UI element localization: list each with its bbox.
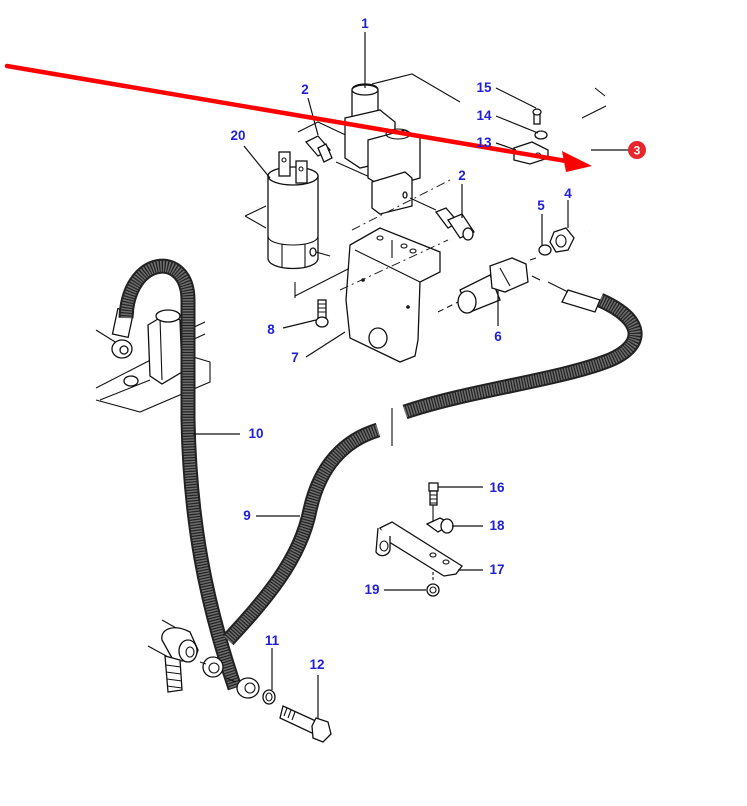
nut-4: [549, 227, 575, 253]
olive-5: [529, 244, 552, 261]
label-part-16[interactable]: 16: [489, 480, 505, 495]
hose-10: [118, 258, 243, 691]
label-part-20[interactable]: 20: [230, 128, 245, 143]
label-part-15[interactable]: 15: [476, 80, 492, 95]
label-part-17[interactable]: 17: [489, 562, 504, 577]
bracket-7: [339, 179, 451, 363]
washer-11: [262, 689, 276, 705]
label-part-12[interactable]: 12: [309, 657, 324, 672]
fitting-2-upper: [297, 121, 373, 179]
sensor-6: [437, 257, 529, 314]
label-part-6[interactable]: 6: [494, 329, 502, 344]
pipe-3: [542, 73, 615, 234]
label-part-18[interactable]: 18: [489, 518, 505, 533]
arrow-shaft: [4, 63, 575, 165]
label-part-11[interactable]: 11: [265, 633, 280, 648]
callout-3[interactable]: 3: [628, 141, 646, 159]
label-part-4[interactable]: 4: [564, 186, 572, 201]
label-part-5[interactable]: 5: [537, 198, 545, 213]
banjo-bolt-12: [279, 705, 332, 743]
label-part-19[interactable]: 19: [364, 582, 379, 597]
hose-9: [222, 275, 643, 646]
label-part-9[interactable]: 9: [243, 508, 251, 523]
label-part-1[interactable]: 1: [361, 16, 369, 31]
arrow-head: [562, 151, 592, 172]
label-part-13[interactable]: 13: [476, 135, 492, 150]
solenoid-valve-1: [344, 73, 461, 215]
label-part-10[interactable]: 10: [248, 426, 263, 441]
label-part-2-upper[interactable]: 2: [301, 82, 309, 97]
callout-label: 3: [634, 144, 641, 158]
bracket-assembly-16-19: [375, 482, 463, 597]
fitting-2-lower: [434, 207, 475, 241]
label-part-14[interactable]: 14: [476, 108, 492, 123]
bottom-fittings: [147, 619, 332, 743]
label-part-2-lower[interactable]: 2: [458, 168, 466, 183]
label-part-8[interactable]: 8: [267, 322, 275, 337]
red-arrow: [4, 63, 592, 172]
pressure-switch-20: [244, 151, 351, 298]
part-labels: 1 2 20 2 15 14 13 4 5 6 8 7 10 9 11 12 1…: [230, 16, 572, 672]
label-part-7[interactable]: 7: [291, 350, 299, 365]
callout-badge: [628, 141, 646, 159]
bolt-8: [315, 299, 329, 328]
